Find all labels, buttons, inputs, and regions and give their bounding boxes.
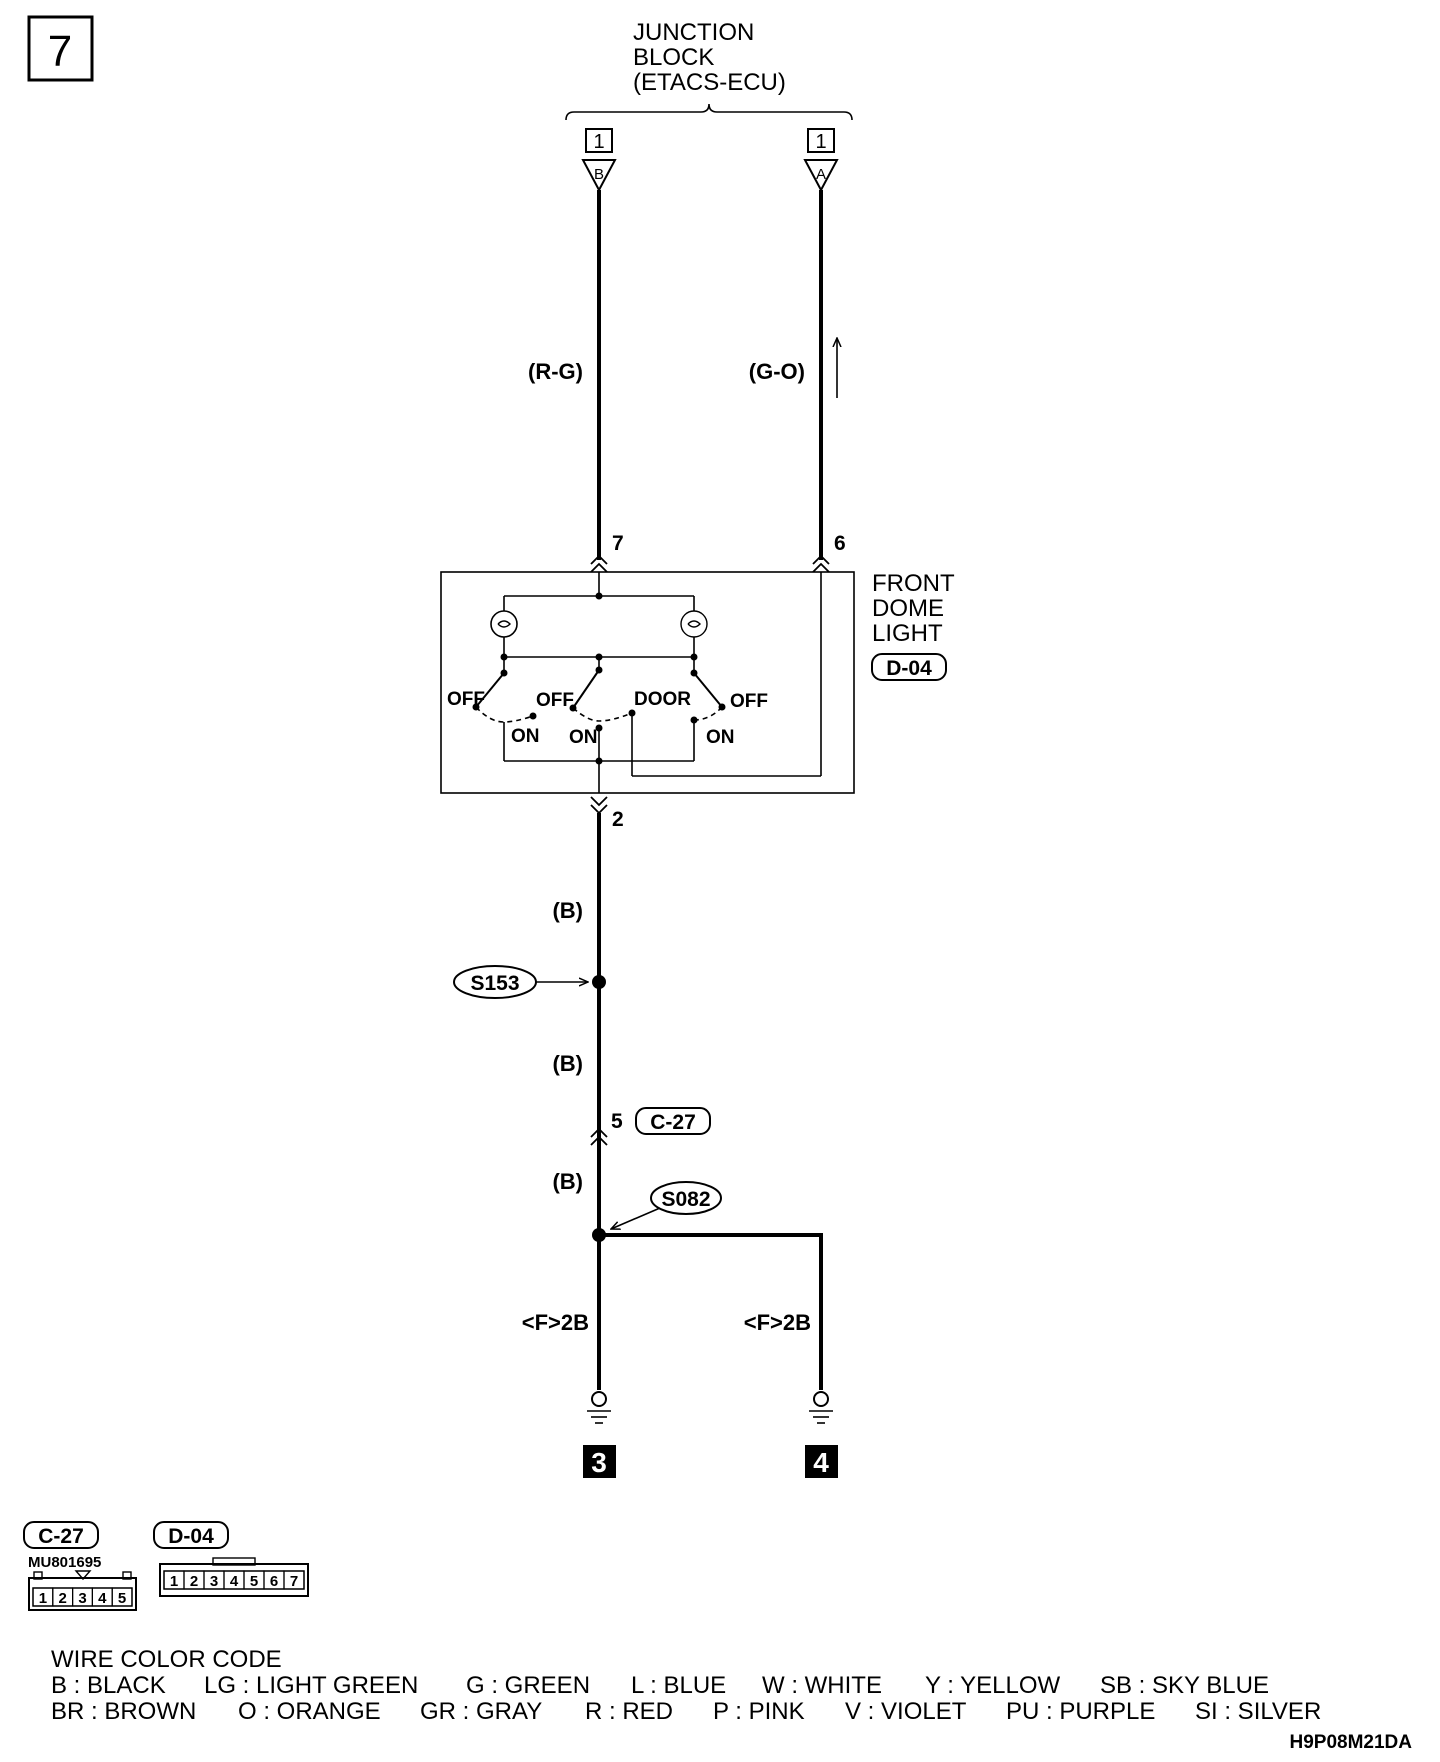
junction-connector-b-number: 1 bbox=[593, 131, 604, 153]
pin-6: 6 bbox=[834, 532, 846, 555]
wire-color-code-entry: L : BLUE bbox=[631, 1672, 726, 1699]
connector-pin-number: 1 bbox=[170, 1573, 178, 1590]
junction-terminal-b: B bbox=[594, 166, 604, 183]
pin-5: 5 bbox=[611, 1110, 623, 1133]
junction-block-brace bbox=[565, 103, 853, 121]
wire-color-code-entry: R : RED bbox=[585, 1698, 673, 1725]
connector-pin-number: 3 bbox=[78, 1590, 86, 1607]
wire-color-code-entry: LG : LIGHT GREEN bbox=[204, 1672, 418, 1699]
wire-color-b-2: (B) bbox=[552, 1051, 583, 1076]
pin-7: 7 bbox=[612, 532, 624, 555]
junction-connector-b: 1 B bbox=[581, 128, 617, 193]
ground-label-left: <F>2B bbox=[522, 1310, 589, 1335]
junction-terminal-a: A bbox=[816, 166, 826, 183]
ground-point-3-number: 3 bbox=[591, 1447, 607, 1478]
junction-block-label: JUNCTION BLOCK (ETACS-ECU) bbox=[633, 19, 786, 96]
switch-door: DOOR bbox=[634, 689, 691, 710]
junction-connector-a: 1 A bbox=[803, 128, 839, 193]
wire-color-code-entry: BR : BROWN bbox=[51, 1698, 196, 1725]
wire-color-code-entry: O : ORANGE bbox=[238, 1698, 381, 1725]
wire-color-code-entry: PU : PURPLE bbox=[1006, 1698, 1155, 1725]
connector-pin-cell bbox=[283, 1570, 305, 1590]
connector-pin-number: 3 bbox=[210, 1573, 218, 1590]
ground-point-4-number: 4 bbox=[813, 1447, 829, 1478]
switch-off-mid: OFF bbox=[536, 690, 574, 711]
front-dome-light-label-1: FRONT bbox=[872, 570, 955, 597]
wire-color-r-g: (R-G) bbox=[528, 359, 583, 384]
wire-color-b-3: (B) bbox=[552, 1169, 583, 1194]
wire-branch-right bbox=[599, 1233, 823, 1390]
junction-block-line1: JUNCTION bbox=[633, 19, 754, 46]
wire-color-code-row2: BR : BROWN O : ORANGE GR : GRAY R : RED P : … bbox=[51, 1698, 1321, 1725]
connector-view-d04-label: D-04 bbox=[168, 1525, 214, 1548]
switch-on-mid: ON bbox=[569, 727, 598, 748]
connector-pin-number: 2 bbox=[190, 1573, 198, 1590]
front-dome-light: OFF OFF DOOR OFF ON ON ON bbox=[440, 571, 855, 794]
wire-color-code-entry: SB : SKY BLUE bbox=[1100, 1672, 1269, 1699]
switch-on-left: ON bbox=[511, 726, 540, 747]
wire-color-code-entry: Y : YELLOW bbox=[925, 1672, 1061, 1699]
splice-s153: S153 bbox=[453, 965, 606, 999]
drawing-code: H9P08M21DA bbox=[1290, 1732, 1413, 1753]
wire-color-code-entry: P : PINK bbox=[713, 1698, 805, 1725]
pin-2: 2 bbox=[612, 808, 624, 831]
wire-color-code-row1: B : BLACK LG : LIGHT GREEN G : GREEN L : BL… bbox=[51, 1672, 1269, 1699]
connector-tag-c27-text: C-27 bbox=[650, 1111, 696, 1134]
connector-tag-d04: D-04 bbox=[871, 653, 947, 681]
wire-color-code-legend: WIRE COLOR CODE B : BLACK LG : LIGHT GREE… bbox=[51, 1646, 1321, 1725]
wire-color-code-entry: GR : GRAY bbox=[420, 1698, 542, 1725]
wire-color-code-title: WIRE COLOR CODE bbox=[51, 1646, 282, 1673]
switch-off-left: OFF bbox=[447, 689, 485, 710]
connector-tag-c27: C-27 bbox=[635, 1107, 711, 1135]
switch-off-right: OFF bbox=[730, 691, 768, 712]
front-dome-light-label-2: DOME bbox=[872, 595, 944, 622]
wire-color-g-o: (G-O) bbox=[749, 359, 805, 384]
junction-block-line2: BLOCK bbox=[633, 44, 714, 71]
ground-label-right: <F>2B bbox=[744, 1310, 811, 1335]
connector-pin-number: 6 bbox=[270, 1573, 278, 1590]
wire-color-b-1: (B) bbox=[552, 898, 583, 923]
wire-color-code-entry: SI : SILVER bbox=[1195, 1698, 1321, 1725]
wire-color-code-entry: V : VIOLET bbox=[845, 1698, 967, 1725]
ground-left-icon bbox=[587, 1391, 611, 1424]
wire-color-code-entry: G : GREEN bbox=[466, 1672, 590, 1699]
page-number: 7 bbox=[48, 27, 72, 76]
splice-s082-label: S082 bbox=[661, 1188, 710, 1211]
pin5-chevron bbox=[590, 1127, 608, 1146]
connector-view-c27-part: MU801695 bbox=[28, 1554, 101, 1571]
pin2-chevron bbox=[590, 796, 608, 815]
splice-s153-label: S153 bbox=[470, 972, 519, 995]
connector-pin-number: 4 bbox=[98, 1590, 107, 1607]
switch-on-right: ON bbox=[706, 727, 735, 748]
wire-color-code-entry: W : WHITE bbox=[762, 1672, 882, 1699]
junction-connector-a-number: 1 bbox=[815, 131, 826, 153]
pin7-chevron bbox=[590, 554, 608, 573]
wire-color-code-entry: B : BLACK bbox=[51, 1672, 166, 1699]
connector-view-c27-label: C-27 bbox=[38, 1525, 84, 1548]
connector-pin-number: 7 bbox=[290, 1573, 298, 1590]
connector-pin-number: 2 bbox=[59, 1590, 67, 1607]
junction-block-line3: (ETACS-ECU) bbox=[633, 69, 786, 96]
ground-right-icon bbox=[809, 1391, 833, 1424]
connector-pin-number: 5 bbox=[250, 1573, 258, 1590]
connector-pin-number: 1 bbox=[39, 1590, 47, 1607]
connector-pin-number: 4 bbox=[230, 1573, 239, 1590]
bulb-right-icon bbox=[680, 610, 708, 638]
bulb-left-icon bbox=[490, 610, 518, 638]
connector-pin-number: 5 bbox=[118, 1590, 126, 1607]
page-number-box: 7 bbox=[27, 15, 94, 82]
ground-point-4: 4 bbox=[805, 1445, 838, 1478]
connector-tag-d04-text: D-04 bbox=[886, 657, 932, 680]
pin6-chevron bbox=[812, 554, 830, 573]
front-dome-light-label-3: LIGHT bbox=[872, 620, 943, 647]
connector-pin-cell bbox=[111, 1587, 133, 1607]
ground-point-3: 3 bbox=[583, 1445, 616, 1478]
